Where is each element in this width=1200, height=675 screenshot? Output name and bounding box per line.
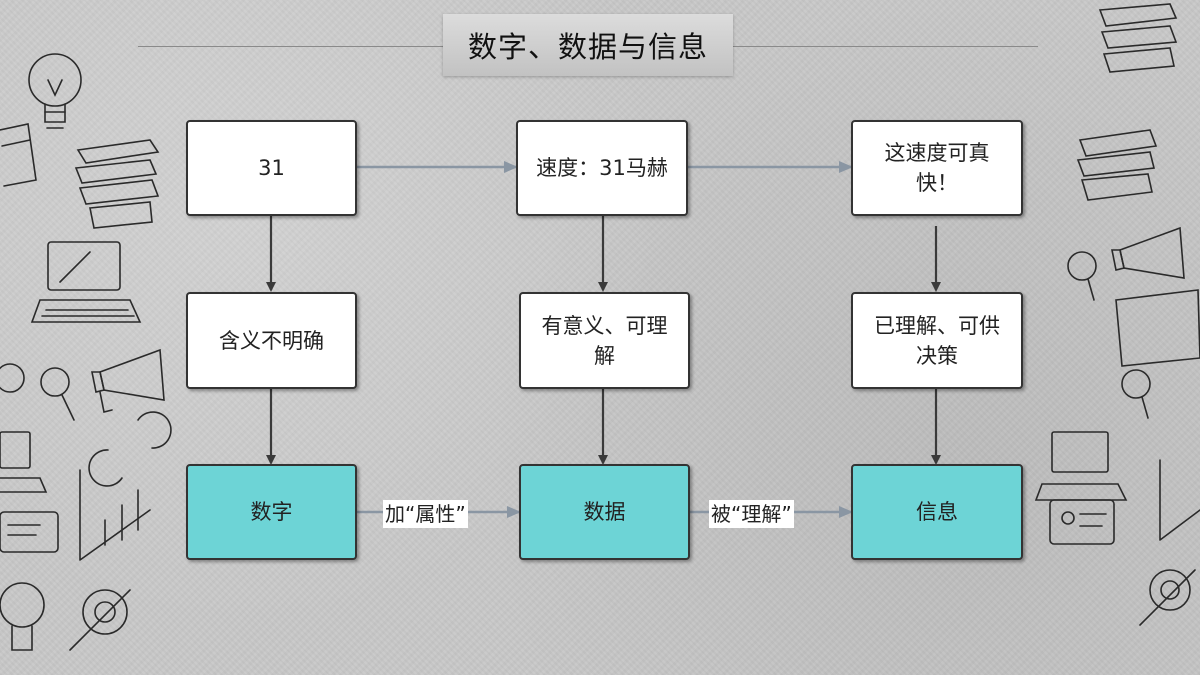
node-meaningful-understandable: 有意义、可理解 — [519, 292, 690, 389]
right-sketch-decorations — [1034, 3, 1200, 626]
laptop-icon — [0, 431, 48, 493]
node-label: 速度：31马赫 — [536, 156, 668, 180]
laptop-icon — [1034, 431, 1128, 501]
node-label: 这速度可真快！ — [884, 141, 990, 195]
page-title: 数字、数据与信息 — [443, 14, 733, 76]
node-label: 有意义、可理解 — [541, 313, 668, 368]
growth-chart-icon — [1159, 459, 1200, 541]
node-number-31: 31 — [186, 120, 357, 216]
credit-card-icon — [0, 123, 37, 187]
tablet-icon — [1115, 289, 1200, 367]
magnifier-icon — [1067, 251, 1151, 419]
edge-label-be-understood: 被“理解” — [709, 500, 794, 528]
node-information: 信息 — [851, 464, 1023, 560]
left-sketch-decorations — [0, 53, 172, 651]
magnifier-icon — [0, 363, 75, 421]
node-label: 信息 — [916, 500, 958, 524]
node-meaning-unclear: 含义不明确 — [186, 292, 357, 389]
node-label: 含义不明确 — [219, 328, 324, 353]
lightbulb-icon — [28, 53, 82, 129]
target-icon — [1139, 569, 1196, 626]
computer-icon — [30, 241, 142, 323]
books-icon — [74, 139, 160, 229]
node-speed-31-mach: 速度：31马赫 — [516, 120, 688, 216]
edge-label-add-attribute: 加“属性” — [383, 500, 468, 528]
megaphone-icon — [1111, 226, 1185, 279]
title-rule-left — [138, 46, 443, 47]
title-rule-right — [733, 46, 1038, 47]
megaphone-icon — [91, 348, 165, 413]
id-card-icon — [0, 511, 59, 553]
books-icon — [1076, 129, 1158, 201]
node-understood-decisionable: 已理解、可供决策 — [851, 292, 1023, 389]
target-icon — [69, 589, 131, 651]
node-numbers: 数字 — [186, 464, 357, 560]
node-label: 已理解、可供决策 — [874, 313, 1000, 368]
growth-chart-icon — [79, 411, 172, 561]
lightbulb-icon — [0, 582, 45, 651]
node-label: 数据 — [583, 500, 626, 524]
node-data: 数据 — [519, 464, 690, 560]
node-so-fast: 这速度可真快！ — [851, 120, 1023, 216]
node-label: 数字 — [250, 500, 293, 524]
id-card-icon — [1049, 499, 1115, 545]
books-icon — [1098, 3, 1178, 73]
node-label: 31 — [258, 156, 285, 180]
